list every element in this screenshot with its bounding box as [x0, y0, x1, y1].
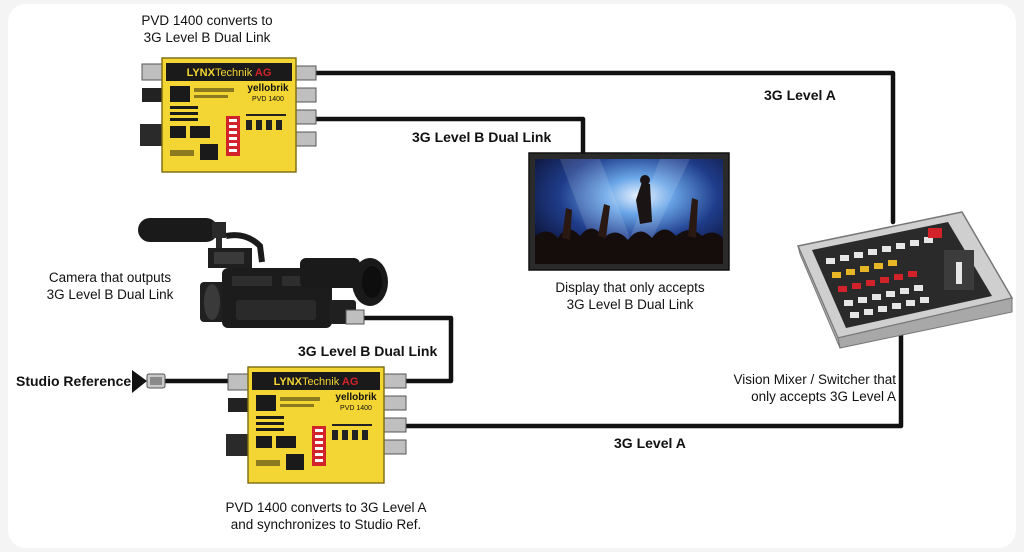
bottom-converter-caption-line1: PVD 1400 converts to 3G Level A — [225, 500, 427, 515]
bottom-converter-device: LYNXTechnik AG yellobrik PVD 1400 — [226, 366, 407, 484]
bottom-model: PVD 1400 — [340, 405, 372, 412]
mixer-caption-line1: Vision Mixer / Switcher that — [733, 372, 896, 387]
bottom-product-line: yellobrik — [335, 392, 377, 403]
studio-reference-arrow-icon — [132, 370, 147, 393]
top-model: PVD 1400 — [252, 96, 284, 103]
top-converter-caption-line2: 3G Level B Dual Link — [143, 30, 271, 45]
cable-top-to-mixer — [313, 70, 896, 225]
top-converter-caption-line1: PVD 1400 converts to — [141, 13, 273, 28]
display-device — [528, 152, 730, 271]
bottom-brand-text: LYNXTechnik AG — [274, 376, 359, 388]
bottom-converter-caption: PVD 1400 converts to 3G Level A and sync… — [196, 499, 456, 533]
camera-caption-line2: 3G Level B Dual Link — [46, 287, 174, 302]
top-converter-caption: PVD 1400 converts to 3G Level B Dual Lin… — [112, 12, 302, 46]
cable-top-to-display — [313, 116, 586, 156]
cable-bottom-to-mixer — [403, 332, 904, 429]
display-caption-line2: 3G Level B Dual Link — [566, 297, 694, 312]
studio-reference-bnc-icon — [146, 373, 166, 389]
bottom-converter-caption-line2: and synchronizes to Studio Ref. — [230, 517, 422, 532]
cable-camera-to-bottom — [353, 315, 454, 384]
link-label-top-to-display: 3G Level B Dual Link — [412, 129, 552, 145]
top-converter-device: LYNXTechnik AG yellobrik PVD 1400 — [140, 57, 317, 173]
top-product-line: yellobrik — [247, 83, 289, 94]
camera-caption: Camera that outputs 3G Level B Dual Link — [30, 269, 190, 303]
mixer-device — [796, 211, 1014, 349]
link-label-bottom-to-mixer: 3G Level A — [614, 435, 686, 451]
cables — [161, 70, 904, 429]
mixer-caption: Vision Mixer / Switcher that only accept… — [686, 371, 896, 405]
display-caption: Display that only accepts 3G Level B Dua… — [530, 279, 730, 313]
link-label-top-to-mixer: 3G Level A — [764, 87, 836, 103]
studio-reference-label: Studio Reference — [16, 373, 132, 389]
link-label-camera-to-bottom: 3G Level B Dual Link — [298, 343, 438, 359]
top-brand-text: LYNXTechnik AG — [187, 67, 272, 79]
mixer-caption-line2: only accepts 3G Level A — [751, 389, 896, 404]
camera-device — [138, 218, 388, 328]
display-caption-line1: Display that only accepts — [555, 280, 705, 295]
camera-caption-line1: Camera that outputs — [48, 270, 172, 285]
